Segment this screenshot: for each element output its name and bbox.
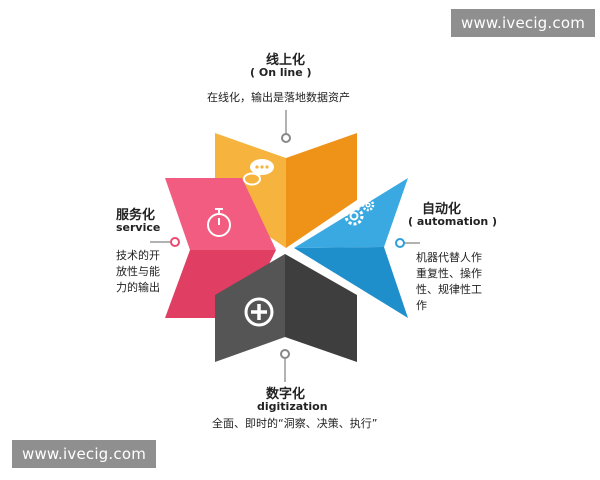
automation-subtitle: ( automation ) <box>408 215 498 228</box>
service-desc-line: 技术的开 <box>116 249 160 262</box>
automation-desc: 机器代替人作 重复性、操作 性、规律性工 作 <box>416 250 482 314</box>
connector-digitization <box>280 349 290 382</box>
gears-icon <box>344 198 375 226</box>
connector-automation <box>395 238 420 248</box>
connector-online <box>281 110 291 143</box>
stopwatch-icon <box>207 208 231 237</box>
digitization-title: 数字化 <box>266 387 306 402</box>
watermark-top: www.ivecig.com <box>451 9 596 37</box>
watermark-bottom: www.ivecig.com <box>12 440 157 468</box>
online-desc: 在线化，输出是落地数据资产 <box>207 91 350 104</box>
chat-bubbles-icon <box>243 159 274 186</box>
digitization-subtitle: digitization <box>257 400 328 413</box>
service-subtitle: service <box>116 221 161 234</box>
automation-desc-line: 机器代替人作 <box>416 251 482 264</box>
service-title: 服务化 <box>116 208 156 223</box>
automation-desc-line: 性、规律性工 <box>416 283 482 296</box>
service-desc-line: 放性与能 <box>116 265 160 278</box>
automation-desc-line: 作 <box>416 299 427 312</box>
automation-desc-line: 重复性、操作 <box>416 267 482 280</box>
connector-service <box>150 237 180 247</box>
plus-circle-icon <box>244 297 274 327</box>
digitization-desc: 全面、即时的“洞察、决策、执行” <box>212 417 378 430</box>
service-desc-line: 力的输出 <box>116 281 160 294</box>
automation-title: 自动化 <box>422 202 462 217</box>
arrow-digitization <box>215 254 357 362</box>
online-subtitle: ( On line ) <box>250 66 312 79</box>
service-desc: 技术的开 放性与能 力的输出 <box>116 248 160 296</box>
online-title: 线上化 <box>266 53 306 68</box>
